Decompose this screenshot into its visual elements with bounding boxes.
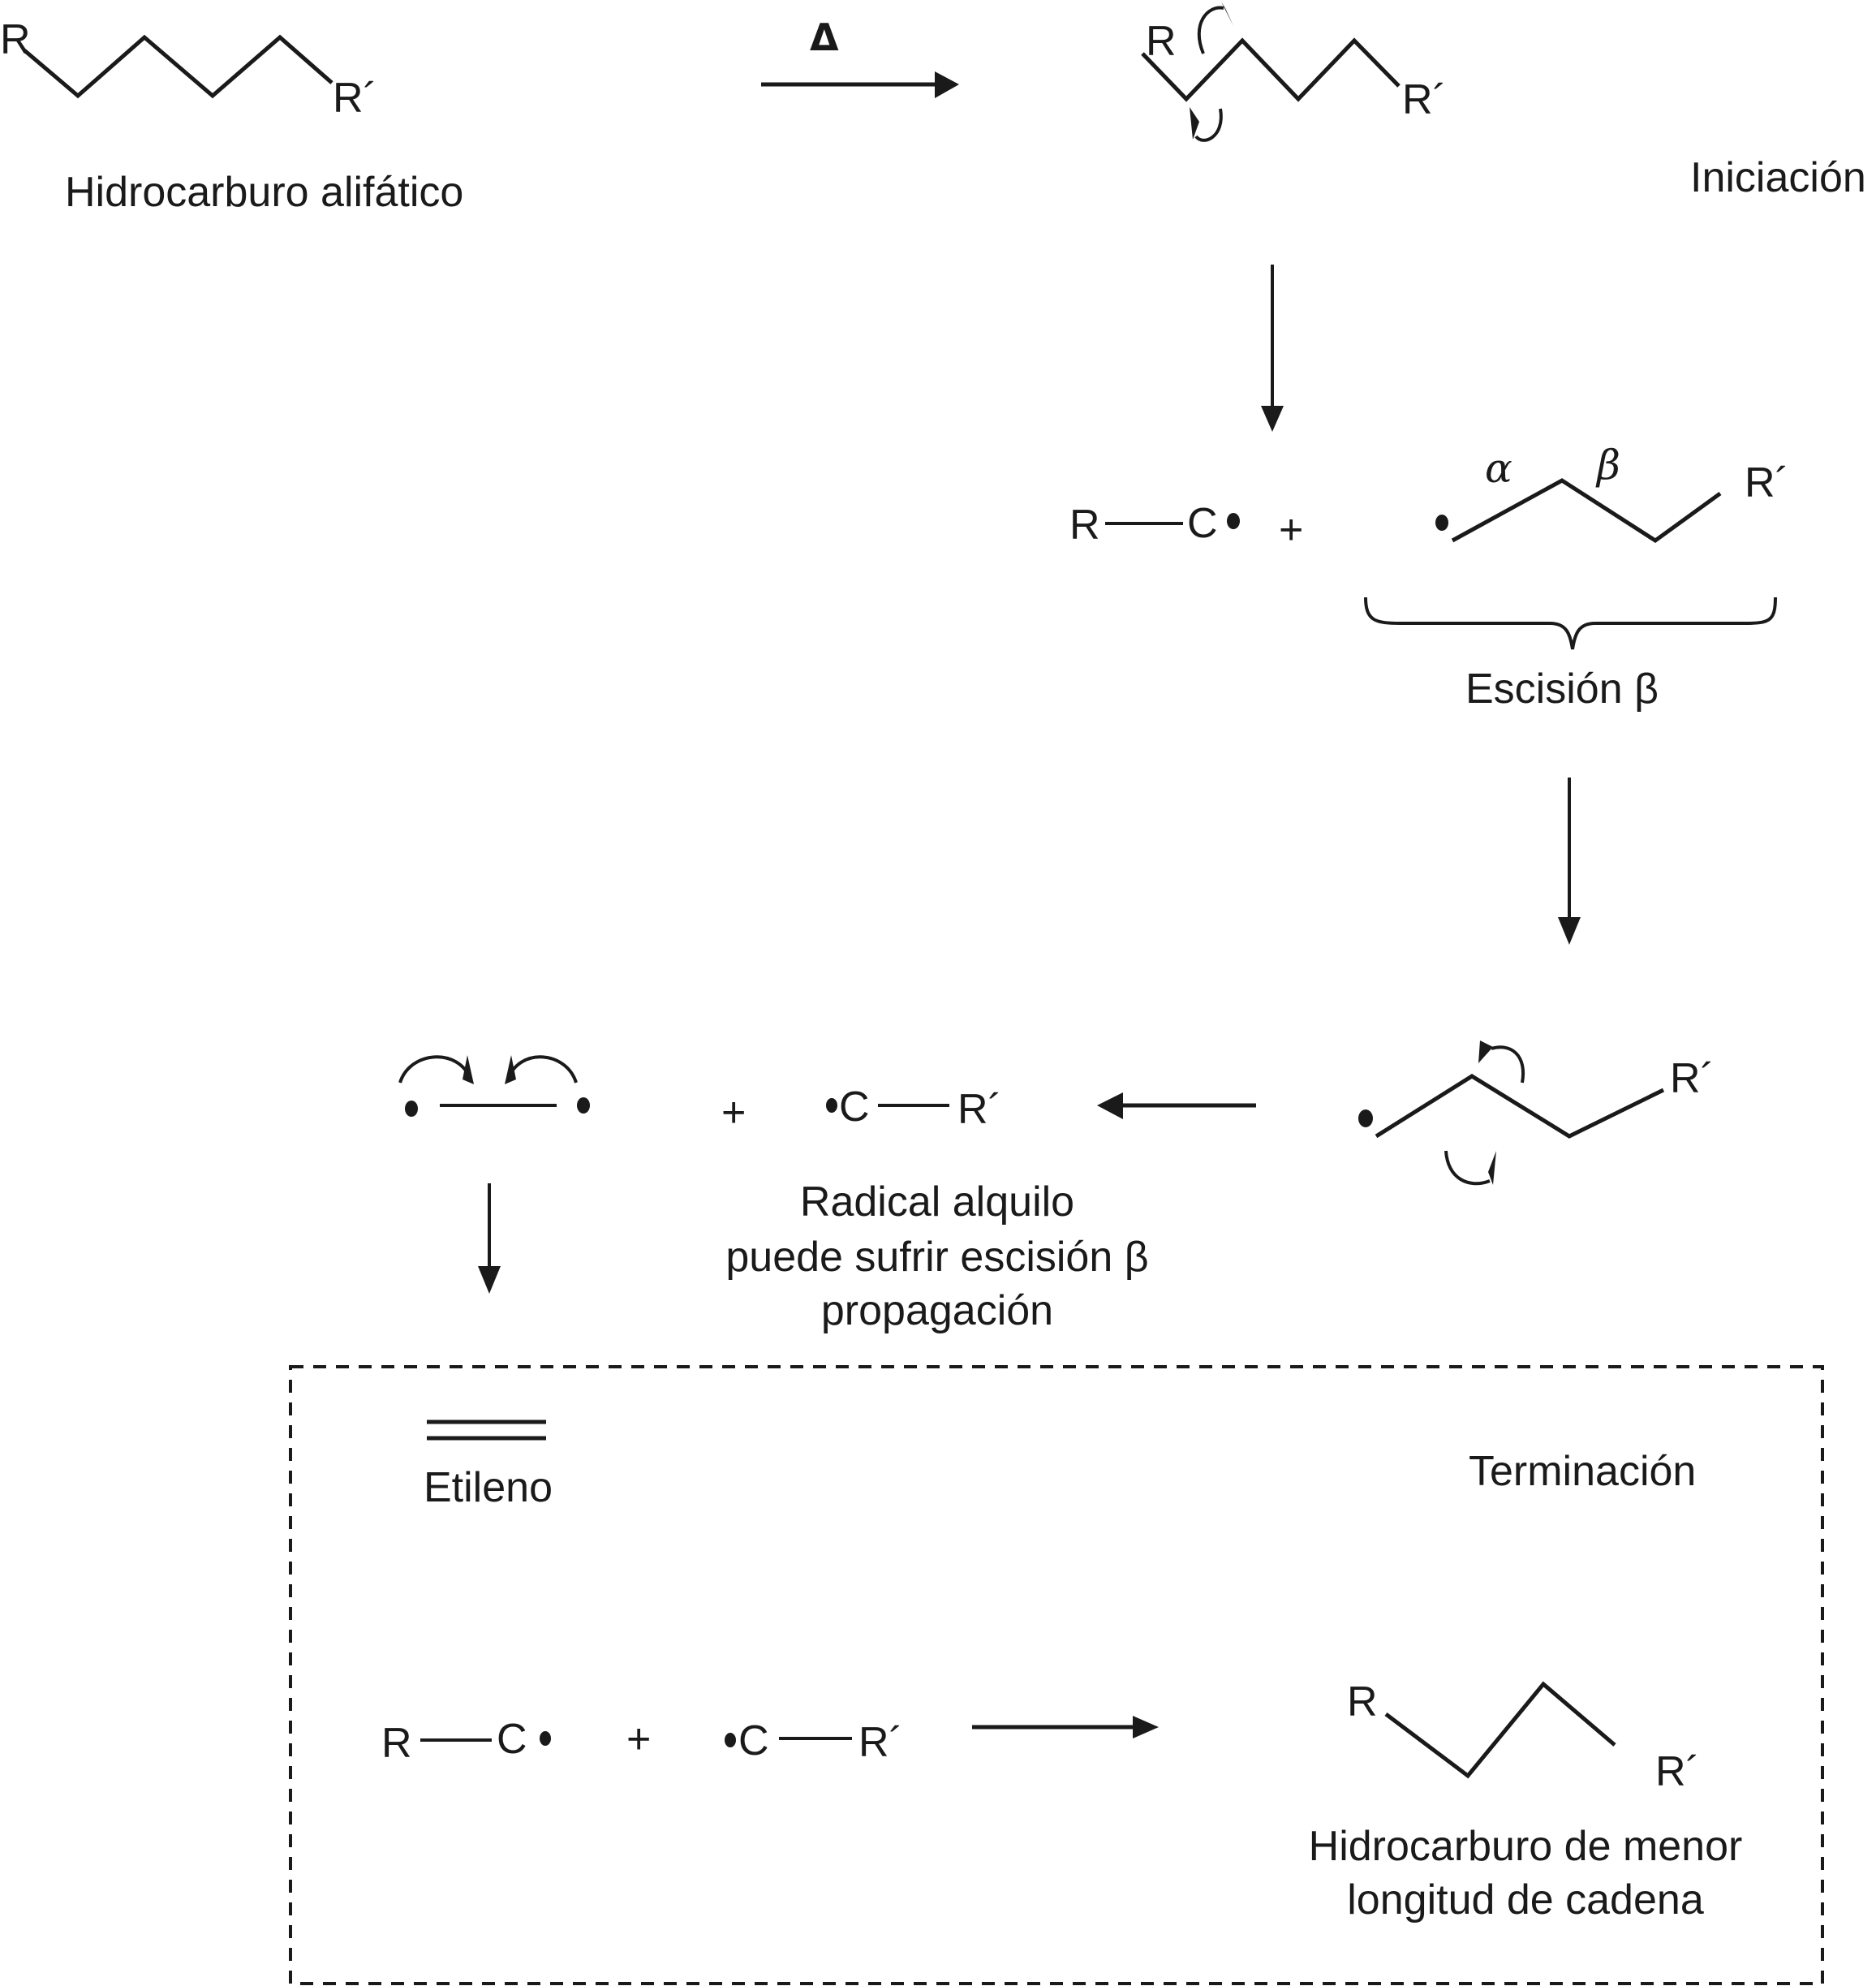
termination-stage-label: Terminación	[1469, 1448, 1696, 1495]
termination-box: Etileno Terminación R C + C R´ R R´ Hidr…	[289, 1365, 1824, 1985]
ethylene-label: Etileno	[424, 1464, 553, 1511]
arrow-down-icon	[1558, 917, 1581, 945]
fishhook-arrow-up-icon	[1491, 1045, 1525, 1083]
radical-dot-icon	[1227, 513, 1240, 529]
left-arrow	[1097, 1092, 1256, 1119]
radical-dot-icon	[725, 1733, 736, 1747]
initiation-stage-label: Iniciación	[1690, 154, 1866, 201]
down-arrow-1	[1261, 265, 1284, 432]
fishhook-arrow-up-head	[1478, 1040, 1493, 1063]
down-arrow-3	[478, 1183, 501, 1294]
delta-icon: Δ	[810, 15, 839, 59]
term-r-group: R	[381, 1720, 412, 1767]
fishhook-arrow-head	[505, 1055, 516, 1084]
down-arrow-2	[1558, 778, 1581, 945]
radical-dot-icon	[1358, 1109, 1373, 1127]
fishhook-arrow-down-head	[1190, 107, 1199, 140]
alpha-label: α	[1485, 445, 1512, 492]
term-left-carbon: C	[497, 1716, 527, 1763]
arrow-down-icon	[478, 1266, 501, 1294]
propagation-note-line-1: Radical alquilo	[800, 1178, 1074, 1226]
radical-carbon: C	[1187, 500, 1218, 547]
product-r-group: R	[1347, 1678, 1378, 1725]
initiation-r-prime-group: R´	[1402, 76, 1447, 123]
initiation-molecule: R R´ Iniciación	[1141, 2, 1866, 201]
alkyl-radical-r-prime-group: R´	[1670, 1055, 1715, 1102]
plus-sign: +	[626, 1716, 651, 1763]
brace-icon	[1364, 597, 1777, 650]
beta-chain	[1451, 478, 1722, 544]
fishhook-arrow-down-icon	[1194, 108, 1223, 142]
alkyl-radical-r-prime: R´	[957, 1086, 1002, 1133]
initiation-chain	[1141, 37, 1401, 102]
radical-pair-1: R C + α β R´ Escisión β	[1069, 442, 1789, 713]
fishhook-arrow-up-icon	[1197, 6, 1224, 54]
alkyl-radical-carbon: C	[839, 1083, 870, 1131]
heat-arrow: Δ	[761, 15, 959, 98]
radical-dot-icon	[405, 1101, 418, 1117]
fishhook-arrow-down-icon	[1444, 1150, 1491, 1186]
beta-scission-label: Escisión β	[1465, 666, 1659, 713]
termination-dashed-border	[289, 1365, 1824, 1985]
reactant-chain	[23, 34, 333, 99]
plus-sign: +	[721, 1089, 746, 1136]
fishhook-arrow-head	[463, 1055, 474, 1084]
arrow-right-icon	[1133, 1716, 1159, 1738]
radical-dot-icon	[577, 1097, 590, 1114]
fishhook-arrow-icon	[506, 1055, 578, 1083]
radical-dot-icon	[540, 1731, 551, 1746]
alkyl-radical-chain	[1375, 1074, 1665, 1139]
initiation-r-group: R	[1146, 18, 1177, 65]
reactant-label: Hidrocarburo alifático	[65, 169, 463, 216]
product-label-line-1: Hidrocarburo de menor	[1309, 1823, 1743, 1870]
fishhook-arrow-icon	[398, 1055, 472, 1083]
arrow-down-icon	[1261, 406, 1284, 432]
arrow-right-icon	[935, 71, 959, 98]
arrow-left-icon	[1097, 1092, 1123, 1119]
fishhook-arrow-up-head	[1221, 2, 1233, 26]
plus-sign: +	[1279, 506, 1303, 554]
fishhook-arrow-down-head	[1488, 1151, 1496, 1185]
radical-r-group: R	[1069, 502, 1100, 549]
reactant-molecule: R R´ Hidrocarburo alifático	[0, 16, 463, 216]
reactant-r-prime-group: R´	[333, 75, 377, 122]
product-chain	[1384, 1681, 1616, 1779]
propagation-note-line-2: puede sufrir escisión β	[725, 1234, 1148, 1281]
reactant-r-group: R	[0, 16, 31, 63]
term-r-prime-group: R´	[858, 1719, 903, 1766]
beta-label: β	[1595, 442, 1620, 489]
propagation-note-line-3: propagación	[821, 1287, 1053, 1334]
radical-dot-icon	[826, 1098, 837, 1113]
term-right-carbon: C	[738, 1717, 769, 1764]
propagation-products: + C R´ Radical alquilo puede sufrir esci…	[398, 1055, 1149, 1334]
radical-dot-icon	[1435, 515, 1448, 531]
product-r-prime-group: R´	[1655, 1748, 1700, 1795]
alkyl-radical: R´	[1358, 1040, 1715, 1186]
product-label-line-2: longitud de cadena	[1347, 1876, 1704, 1924]
beta-chain-r-prime-group: R´	[1745, 459, 1789, 506]
